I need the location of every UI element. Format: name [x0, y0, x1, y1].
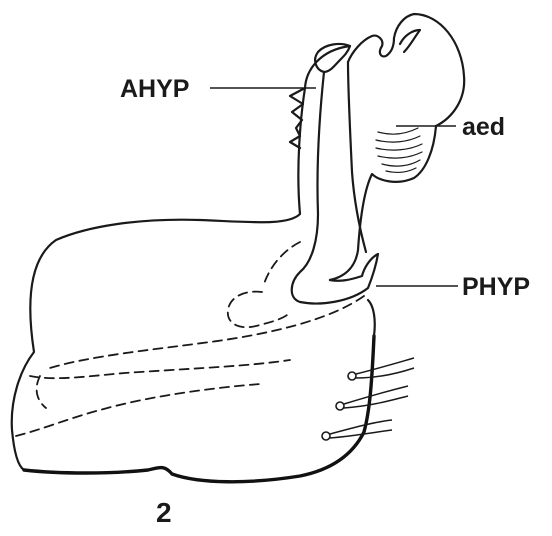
- aedeagus-notch: [400, 30, 420, 52]
- dashed-bottom: [16, 384, 260, 436]
- body-right-flank: [368, 300, 375, 336]
- dashed-left-curve: [37, 376, 46, 408]
- aedeagus-inset: [348, 62, 366, 252]
- setae: [322, 358, 414, 440]
- dashed-inner-loop: [228, 292, 290, 328]
- label-ahyp: AHYP: [120, 75, 189, 103]
- body-outline: [12, 88, 305, 470]
- dashed-long-upper: [50, 296, 364, 368]
- body-base: [24, 336, 374, 482]
- label-phyp: PHYP: [462, 273, 530, 301]
- label-aed: aed: [462, 113, 505, 141]
- stalk-left: [305, 46, 350, 88]
- aed-striations: [376, 128, 422, 172]
- figure-number: 2: [156, 497, 172, 528]
- stalk-inner: [292, 72, 378, 303]
- aedeagus-head: [348, 14, 464, 126]
